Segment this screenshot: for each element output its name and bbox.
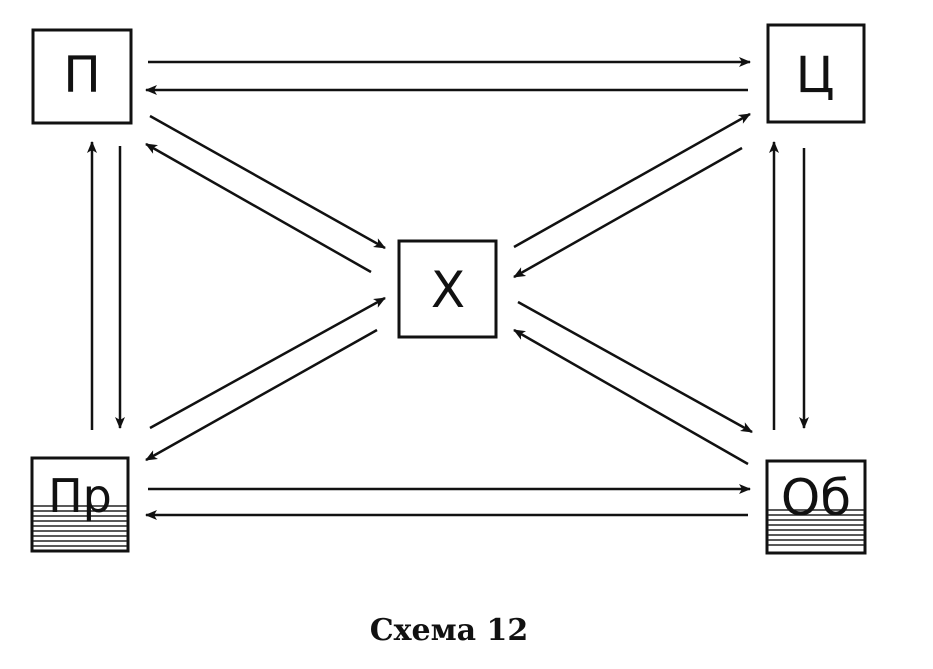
node-c-label: Ц <box>796 46 835 104</box>
node-p: П <box>31 28 133 125</box>
node-x: Х <box>397 239 498 339</box>
node-x-label: Х <box>431 261 465 319</box>
node-pr-label: Пр <box>48 469 112 523</box>
arrow-p-to-x <box>149 114 386 250</box>
node-ob: Об <box>765 459 867 555</box>
node-pr-hatching <box>33 505 127 547</box>
arrow-pr-to-x <box>149 296 386 430</box>
node-ob-hatching <box>768 509 864 546</box>
node-pr: Пр <box>30 456 130 553</box>
arrow-x-to-p <box>145 142 372 274</box>
diagram-caption: Схема 12 <box>370 613 529 648</box>
arrow-ob-to-x <box>513 328 749 466</box>
node-ob-label: Об <box>781 469 851 527</box>
arrow-x-to-ob <box>517 300 753 434</box>
arrow-x-to-c <box>513 112 751 249</box>
node-p-label: П <box>63 46 101 104</box>
arrow-c-to-x <box>513 146 743 279</box>
node-c: Ц <box>766 23 866 124</box>
arrow-x-to-pr <box>145 328 378 462</box>
